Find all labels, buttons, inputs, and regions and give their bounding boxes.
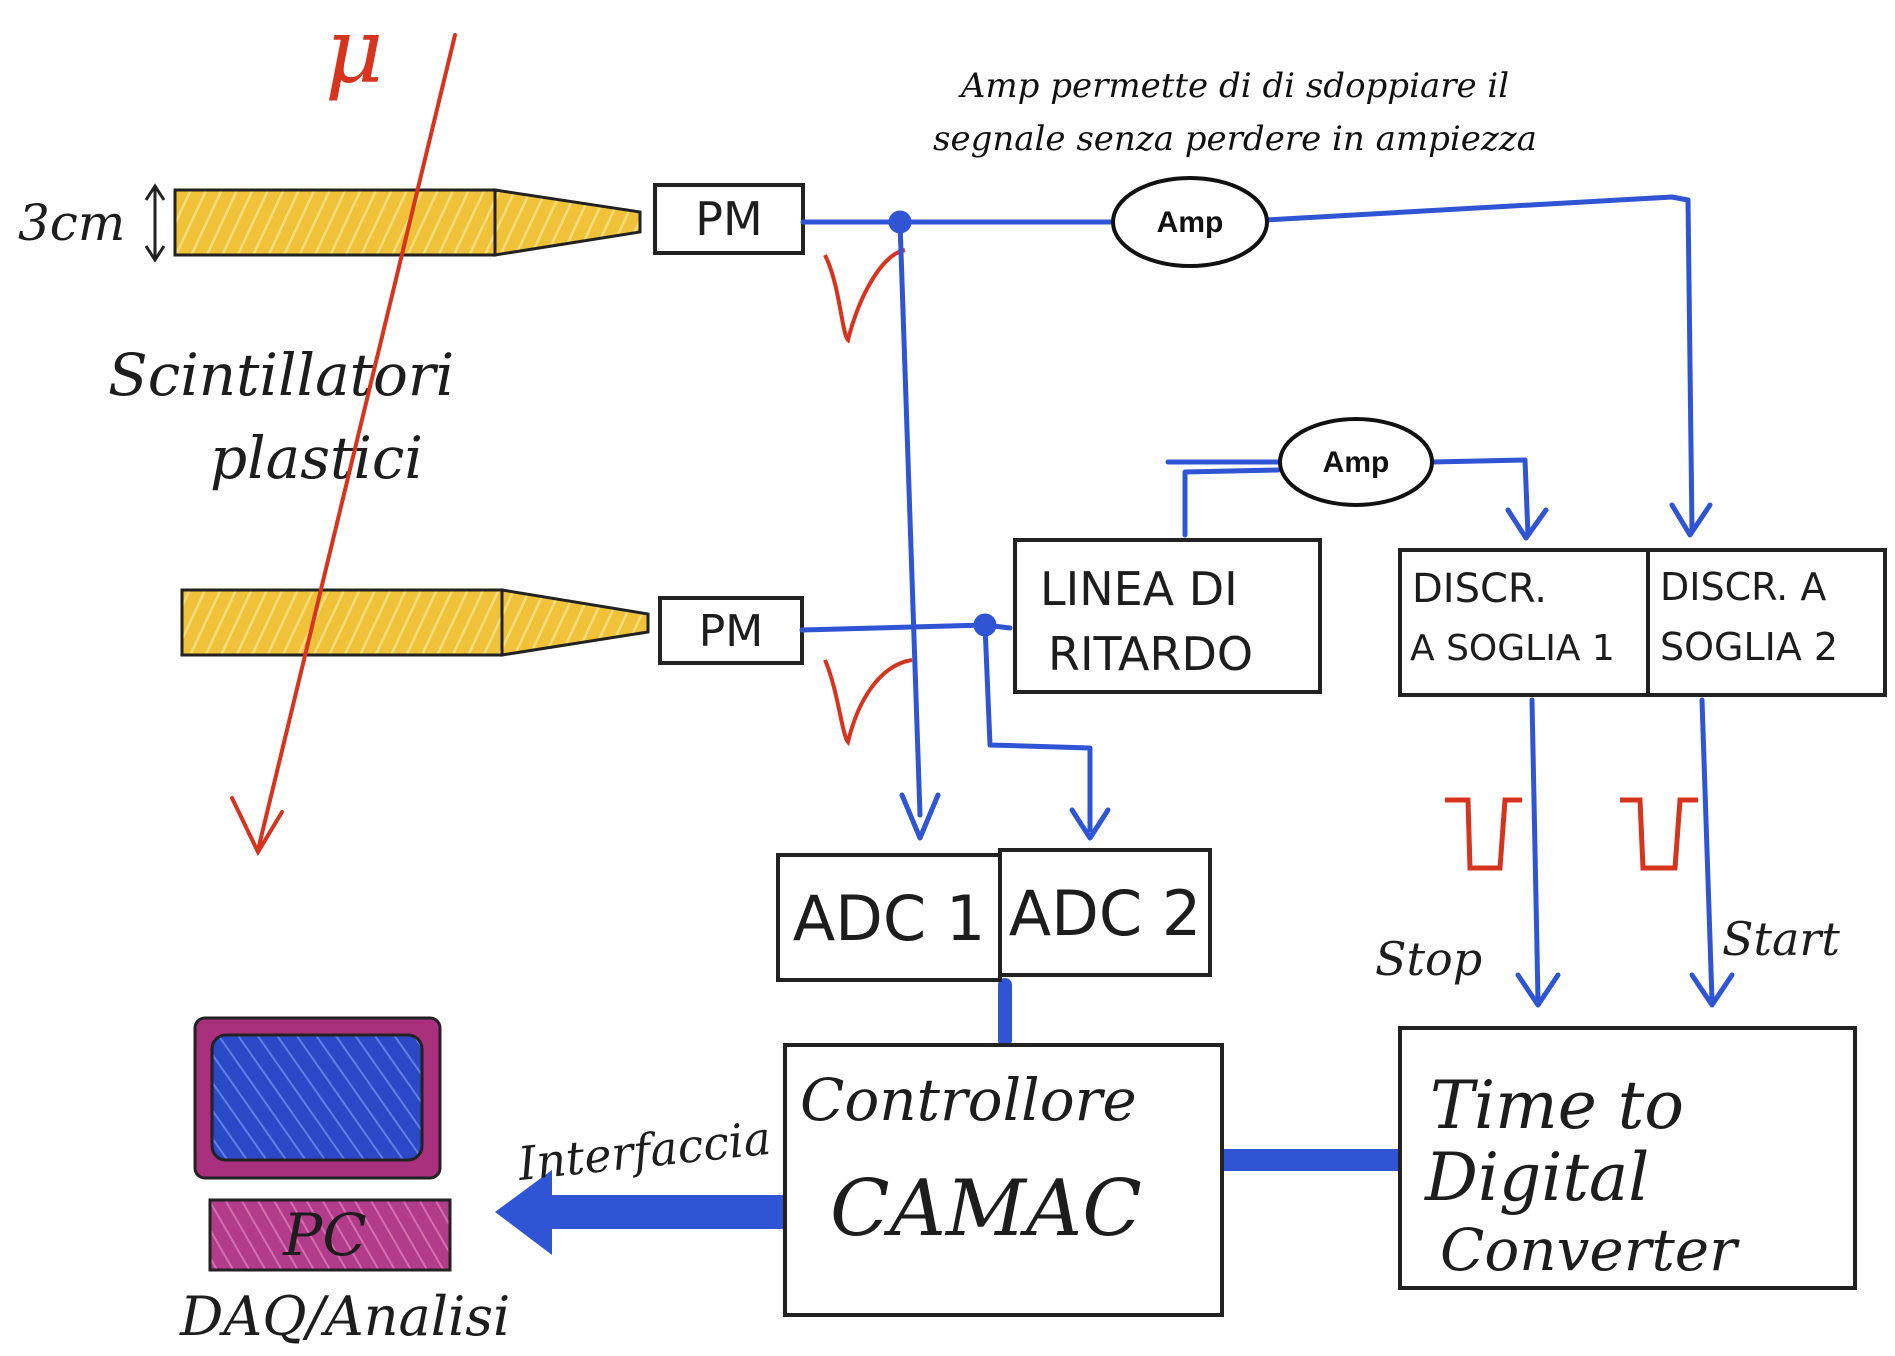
pm-bottom-box: PM <box>660 598 802 663</box>
daq-label: DAQ/Analisi <box>179 1285 510 1348</box>
scintillators-label-line-2: plastici <box>210 424 423 492</box>
thickness-label: 3cm <box>18 194 125 252</box>
pc-monitor <box>195 1018 440 1178</box>
delay-line-box: LINEA DI RITARDO <box>1015 540 1320 692</box>
discriminator-1-box: DISCR. A SOGLIA 1 <box>1400 550 1648 695</box>
note-line-2: segnale senza perdere in ampiezza <box>933 119 1537 159</box>
scintillators-label-line-1: Scintillatori <box>108 341 454 409</box>
pm-top-box: PM <box>655 185 803 253</box>
camac-controller-box: Controllore CAMAC <box>785 1045 1222 1315</box>
amp-middle-label: Amp <box>1323 446 1390 479</box>
tdc-box: Time to Digital Converter <box>1400 1028 1855 1288</box>
camac-label-1: Controllore <box>800 1066 1137 1134</box>
start-label: Start <box>1722 912 1840 966</box>
amp-middle-box: Amp <box>1280 419 1432 505</box>
adc-2-box: ADC 2 <box>1000 850 1210 975</box>
stop-label: Stop <box>1375 932 1482 986</box>
adc-1-label: ADC 1 <box>793 882 986 955</box>
discriminator-2-box: DISCR. A SOGLIA 2 <box>1648 550 1885 695</box>
thickness-arrow-icon <box>146 186 164 260</box>
tdc-label-1: Time to <box>1430 1067 1684 1144</box>
adc-1-box: ADC 1 <box>778 855 1000 980</box>
digital-pulse-stop-icon <box>1445 800 1522 868</box>
discriminator-2-label-2: SOGLIA 2 <box>1660 625 1838 669</box>
tdc-label-2: Digital <box>1424 1139 1649 1216</box>
pc-box: PC <box>210 1200 450 1270</box>
camac-label-2: CAMAC <box>830 1164 1142 1254</box>
pc-label: PC <box>282 1201 366 1269</box>
delay-line-label-1: LINEA DI <box>1040 562 1238 616</box>
amp-top-label: Amp <box>1157 206 1224 239</box>
pm-top-label: PM <box>695 192 762 246</box>
tdc-label-3: Converter <box>1440 1216 1740 1284</box>
delay-line-label-2: RITARDO <box>1048 627 1253 681</box>
scintillator-bottom <box>182 590 648 655</box>
interface-label: Interfaccia <box>515 1111 774 1191</box>
discriminator-1-label-1: DISCR. <box>1412 566 1547 612</box>
discriminator-2-label-1: DISCR. A <box>1660 565 1826 609</box>
pulse-top-icon <box>825 250 905 340</box>
pm-bottom-label: PM <box>699 606 764 657</box>
muon-label: μ <box>325 0 384 104</box>
digital-pulse-start-icon <box>1620 800 1698 868</box>
amp-top-box: Amp <box>1113 178 1267 266</box>
note-line-1: Amp permette di di sdoppiare il <box>958 66 1509 106</box>
adc-2-label: ADC 2 <box>1009 877 1202 950</box>
pulse-bottom-icon <box>825 660 912 742</box>
discriminator-1-label-2: A SOGLIA 1 <box>1410 628 1615 669</box>
scintillator-top <box>175 190 640 255</box>
